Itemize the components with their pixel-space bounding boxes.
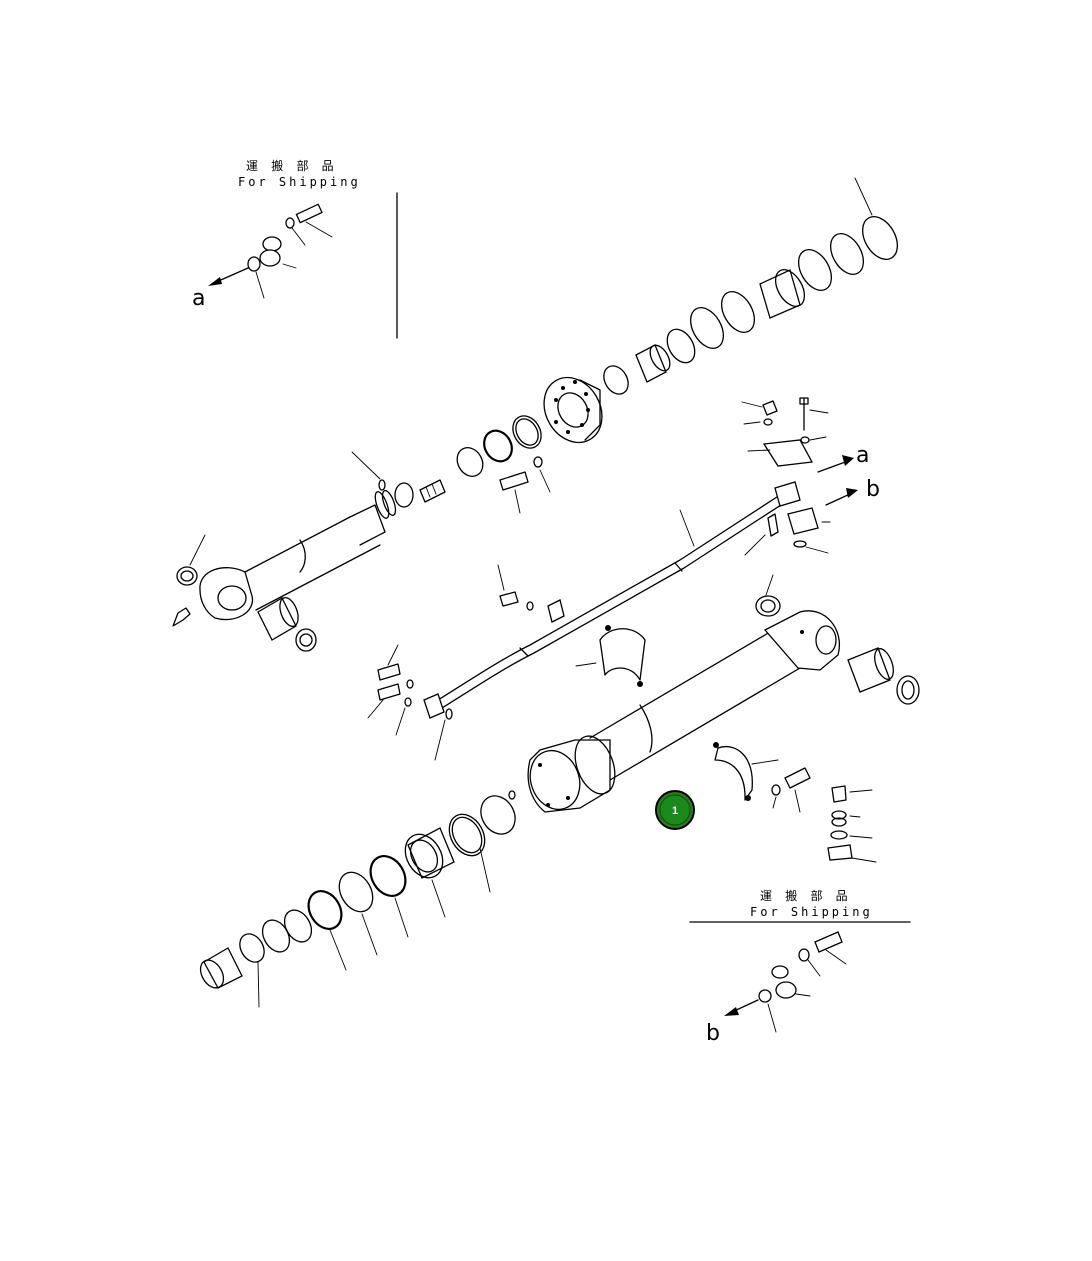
callout-inner — [659, 794, 691, 826]
arrow-a-head — [208, 277, 222, 286]
cylinder-tube-assembly — [508, 574, 920, 863]
arrow-b-label: b — [706, 1021, 720, 1046]
inset-top-plate — [247, 236, 297, 299]
ref-b-label: b — [866, 477, 880, 502]
piston-seal-stack — [199, 795, 516, 1008]
hydraulic-pipe — [367, 481, 801, 761]
shipping-bottom-en: For Shipping — [750, 905, 873, 919]
part-callout-1[interactable]: 1 — [655, 790, 695, 830]
bracket-parts-upper-right: a b — [741, 397, 880, 556]
arrow-a-label: a — [192, 286, 205, 311]
pipe-flange-bottom — [423, 693, 445, 719]
inset-top-bolt — [285, 203, 333, 246]
shipping-inset-bottom: 運 搬 部 品 For Shipping b — [689, 888, 911, 1046]
shipping-top-jp: 運 搬 部 品 — [246, 158, 337, 173]
callout-number: 1 — [672, 805, 678, 817]
tube-eye — [763, 610, 840, 671]
shipping-top-en: For Shipping — [238, 175, 361, 189]
rod-eye — [199, 567, 254, 621]
piston-rod-assembly — [172, 177, 898, 652]
shipping-bottom-jp: 運 搬 部 品 — [760, 888, 851, 903]
shipping-inset-top: 運 搬 部 品 For Shipping a — [192, 158, 398, 339]
pipe-flange-top — [774, 481, 801, 507]
ref-a-label: a — [856, 443, 869, 468]
